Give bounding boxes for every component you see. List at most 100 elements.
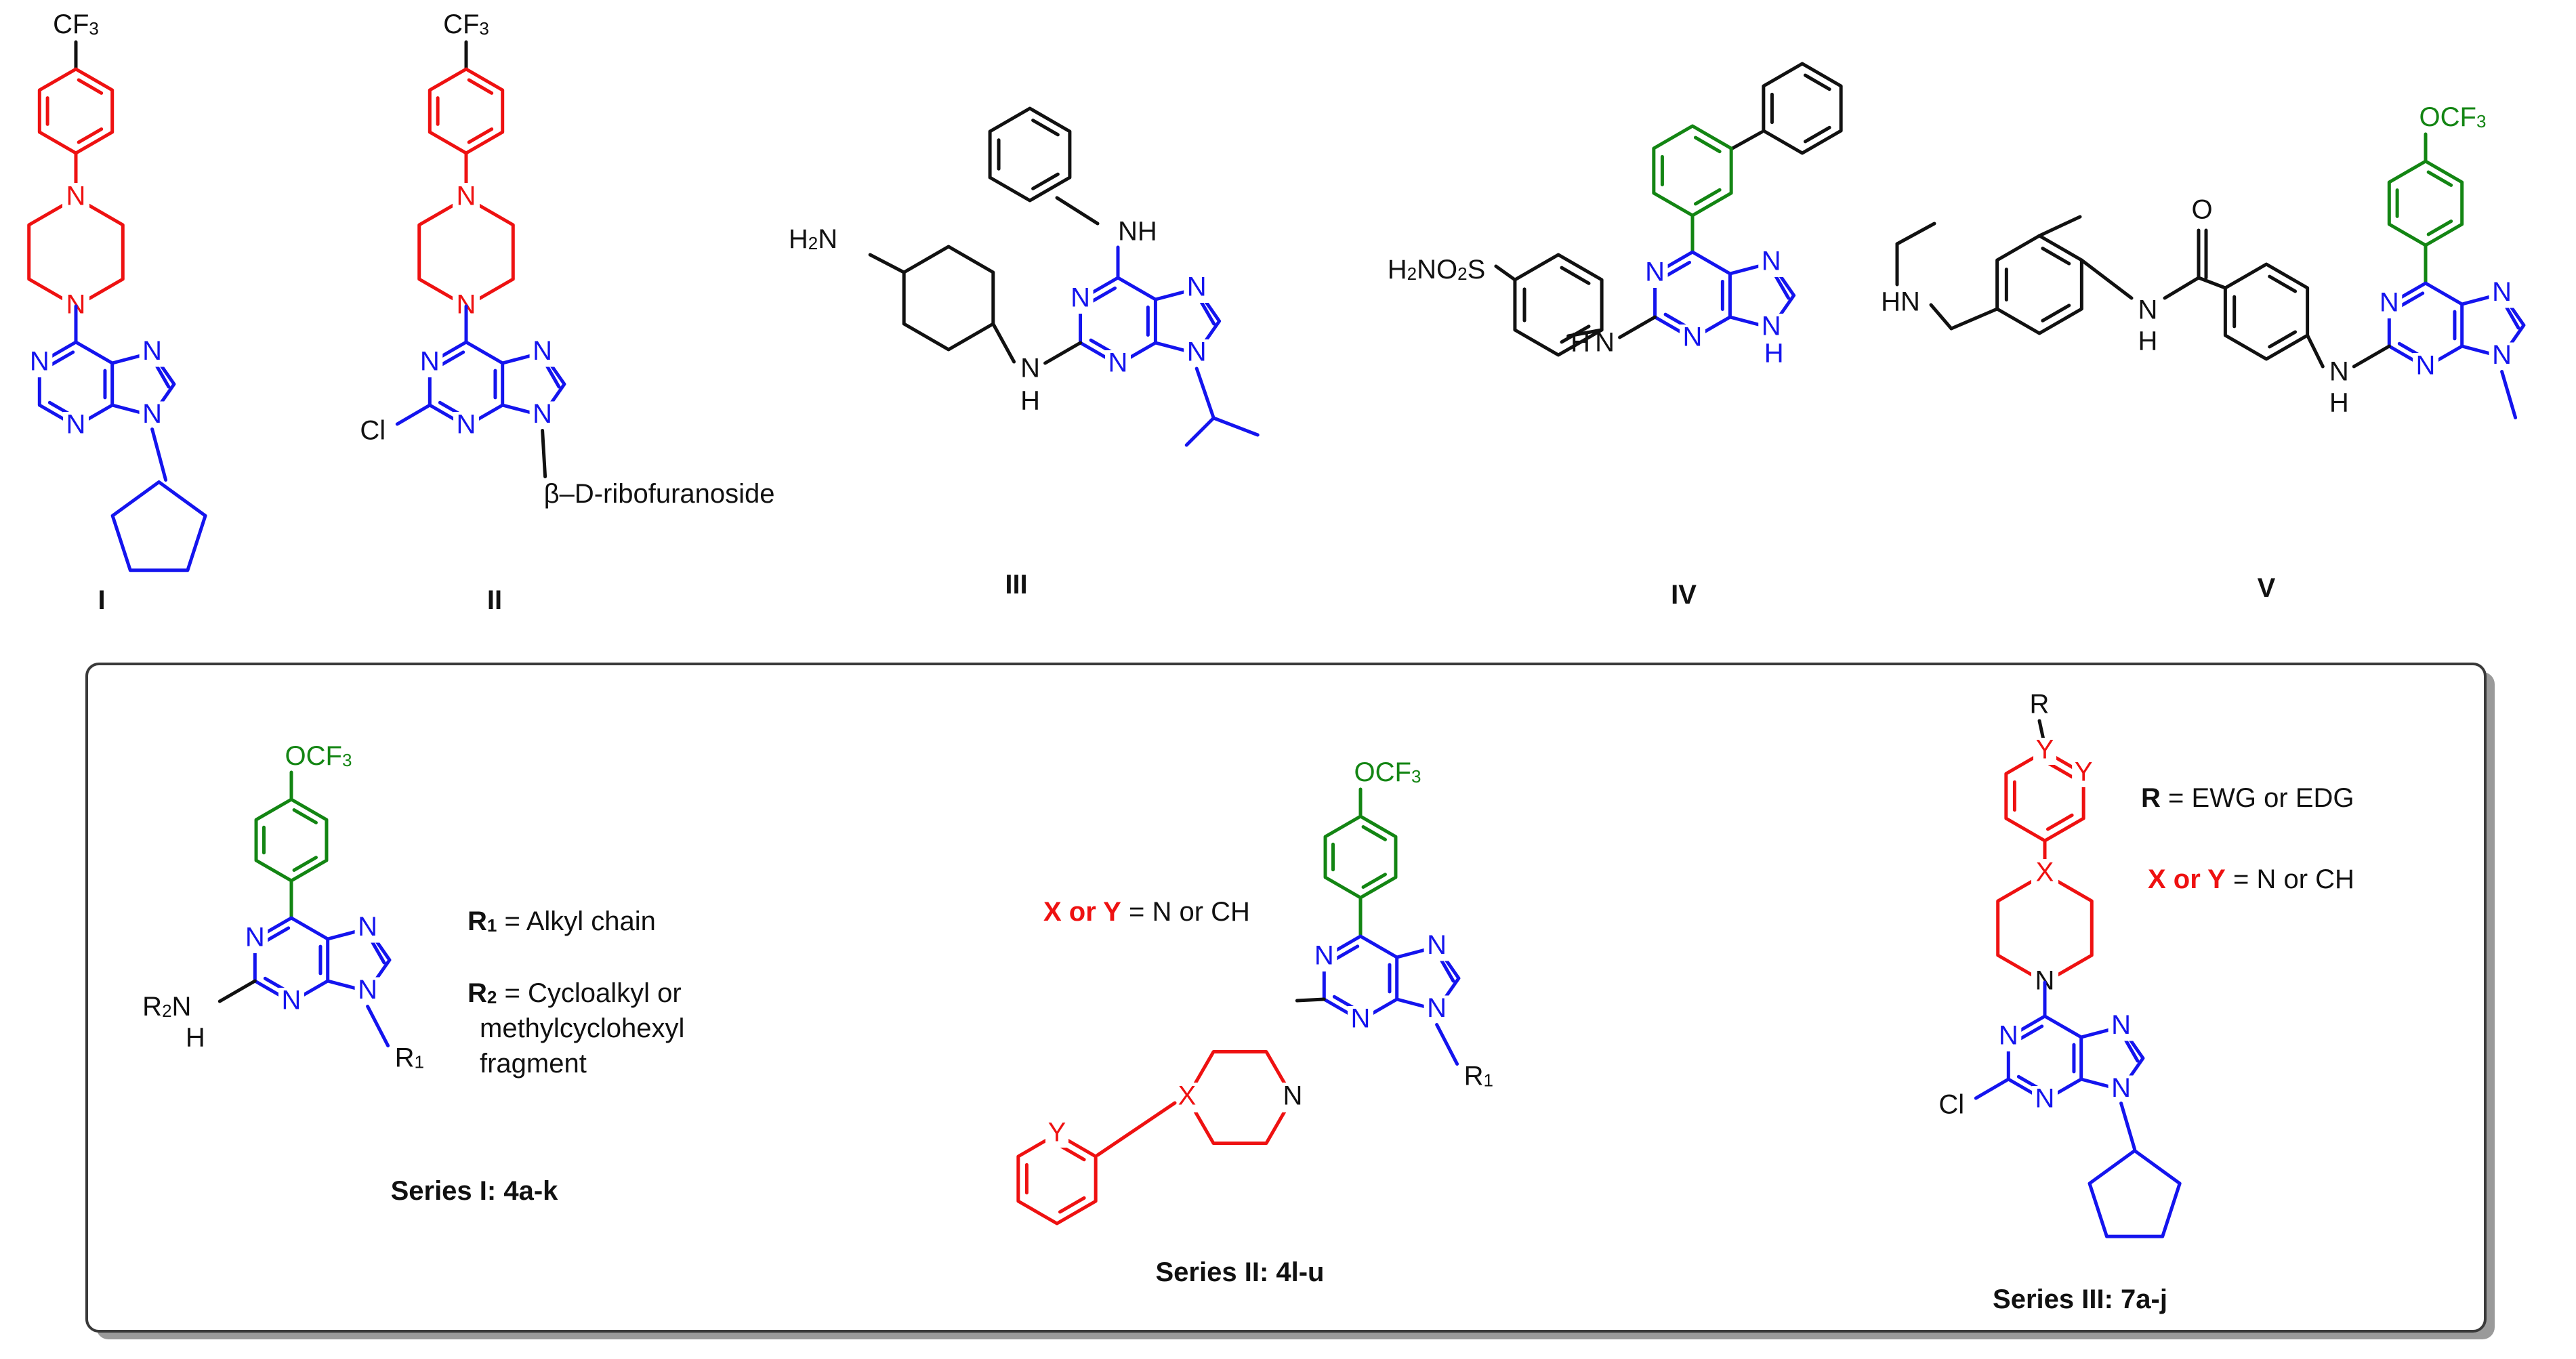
compound-label-IV: IV — [1671, 580, 1697, 610]
s2-xy-definition: X or Y = N or CH — [1043, 897, 1250, 927]
label-segment: 2 — [808, 233, 818, 253]
bond-line — [1494, 264, 1517, 282]
double-bond — [2426, 219, 2453, 236]
bond-line — [1211, 416, 1260, 437]
label-segment: X or Y — [1043, 897, 1121, 927]
bond-line — [1729, 130, 1764, 151]
bond-line — [1929, 303, 1953, 331]
imidazole-ring — [2079, 1025, 2145, 1091]
bond-line — [1295, 997, 1326, 1003]
s1-r2-definition-3: fragment — [480, 1049, 587, 1079]
label-segment: 1 — [487, 915, 497, 936]
label-segment: 3 — [2476, 111, 2486, 131]
label-segment: III — [1005, 570, 1027, 600]
label-segment: 3 — [342, 750, 352, 770]
label-mask — [2489, 342, 2515, 371]
purine-nitrogen: N — [457, 410, 476, 440]
amine-h: H — [186, 1023, 205, 1053]
double-bond — [1031, 119, 1060, 137]
purine-nitrogen: N — [142, 336, 162, 366]
bond-line — [2079, 258, 2134, 300]
label-segment: OCF — [285, 741, 342, 771]
bond-line — [2352, 344, 2391, 369]
phenyl-ring — [988, 106, 1072, 203]
chloro-label: Cl — [360, 416, 386, 446]
ocf3-group: OCF3 — [2419, 102, 2487, 132]
label-segment: NO — [1417, 255, 1457, 285]
label-segment: S — [1468, 255, 1486, 285]
label-mask — [1424, 995, 1450, 1024]
label-segment: R — [1464, 1061, 1484, 1091]
label-mask — [354, 977, 381, 1006]
double-bond — [1058, 1196, 1086, 1214]
carbonyl-oxygen: O — [2191, 195, 2212, 225]
label-segment: R — [142, 992, 162, 1022]
purine-nitrogen: N — [30, 347, 49, 377]
double-bond — [1439, 958, 1455, 983]
purine-nitrogen: N — [1314, 941, 1334, 971]
pyridyl-ring — [1016, 1132, 1098, 1226]
double-bond — [292, 808, 318, 824]
label-mask — [1279, 1083, 1306, 1112]
purine-nitrogen: N — [66, 410, 86, 440]
cf3-group: CF3 — [53, 9, 99, 39]
double-bond — [2397, 291, 2425, 309]
label-mask — [1067, 285, 1094, 314]
imidazole-ring — [326, 927, 392, 993]
s3-xy-definition: X or Y = N or CH — [2148, 864, 2354, 894]
series-i-title: Series I: 4a-k — [391, 1176, 559, 1206]
ring-atom-label: X — [2036, 858, 2054, 887]
purine-nitrogen: N — [1187, 337, 1207, 367]
double-bond — [1803, 125, 1831, 144]
purine-nitrogen: N — [2111, 1073, 2131, 1103]
bond-line — [541, 429, 547, 478]
purine-nitrogen: N — [358, 912, 377, 942]
label-mask — [453, 412, 479, 440]
bond-line — [1566, 328, 1604, 338]
label-mask — [1424, 932, 1450, 961]
label-mask — [2108, 1075, 2134, 1104]
bond-line — [1974, 1077, 2010, 1100]
bond-line — [1194, 367, 1216, 420]
ocf3-group: OCF3 — [1354, 757, 1421, 787]
aryl-ring — [37, 67, 115, 155]
bond-line — [1618, 315, 1657, 339]
label-mask — [62, 183, 89, 213]
label-mask — [2413, 353, 2438, 381]
label-segment: I — [98, 585, 105, 615]
bond-line — [1043, 341, 1083, 365]
double-bond — [467, 127, 494, 144]
label-segment: V — [2258, 573, 2276, 603]
label-segment: = N or CH — [2226, 864, 2354, 894]
label-segment: = Cycloalkyl or — [497, 978, 681, 1008]
purine-nitrogen: N — [1427, 993, 1447, 1023]
bond-line — [991, 322, 1016, 364]
double-bond — [438, 350, 465, 368]
amide-n: N — [2138, 295, 2158, 325]
label-mask — [278, 988, 304, 1016]
label-segment: N — [172, 992, 192, 1022]
label-mask — [26, 349, 53, 377]
series-frame — [85, 663, 2487, 1333]
r1-label: R1 — [395, 1043, 424, 1072]
label-mask — [2033, 738, 2056, 765]
label-mask — [529, 401, 556, 430]
double-bond — [1560, 266, 1591, 285]
label-mask — [2376, 290, 2403, 318]
series-iii-title: Series III: 7a-j — [1993, 1284, 2167, 1314]
double-bond — [292, 856, 318, 872]
double-bond — [47, 350, 75, 368]
amine-h: H — [2329, 388, 2349, 418]
bond-line — [2500, 370, 2518, 419]
double-bond — [1361, 873, 1387, 889]
double-bond — [467, 78, 494, 95]
label-mask — [242, 925, 268, 953]
double-bond — [1803, 73, 1831, 91]
purine-nitrogen: N — [282, 986, 302, 1016]
imidazole-ring — [2460, 292, 2526, 358]
double-bond — [1058, 1144, 1086, 1162]
double-bond — [1693, 135, 1722, 154]
purine-nitrogen: N — [1762, 247, 1781, 276]
label-mask — [1045, 1121, 1068, 1148]
purine-nitrogen: N — [420, 347, 440, 377]
